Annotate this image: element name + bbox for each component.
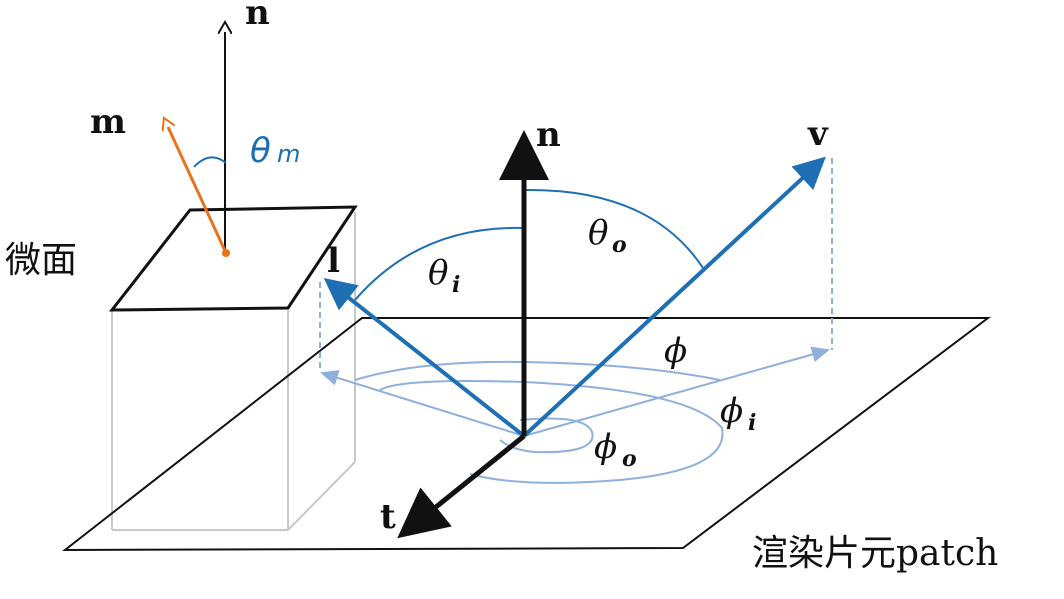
svg-text:ϕ: ϕ: [720, 391, 743, 431]
svg-text:i: i: [452, 272, 460, 298]
patch-normal-label: n: [536, 115, 561, 155]
svg-text:m: m: [277, 140, 300, 168]
svg-text:θ: θ: [588, 213, 608, 253]
patch-label: 渲染片元patch: [752, 533, 998, 574]
theta-o-label: θ o: [588, 213, 627, 258]
theta-m-label: θ m: [250, 131, 300, 171]
svg-text:θ: θ: [428, 253, 448, 293]
light-projection-line: [320, 370, 525, 437]
phi-label: ϕ: [664, 331, 687, 371]
tangent-arrow: [397, 434, 526, 539]
phi-o-label: ϕ o: [594, 427, 637, 472]
phi-i-arc: [379, 380, 724, 484]
svg-text:o: o: [612, 232, 627, 258]
svg-text:o: o: [622, 446, 637, 472]
svg-text:θ: θ: [250, 131, 271, 171]
microfacet-box: [108, 205, 358, 531]
light-vector-label: l: [327, 241, 340, 281]
microfacet-normal-label: n: [245, 0, 270, 33]
theta-m-arc: [193, 156, 227, 168]
phi-i-label: ϕ i: [720, 391, 756, 436]
svg-text:i: i: [748, 410, 756, 436]
svg-text:ϕ: ϕ: [664, 331, 687, 371]
view-vector-label: v: [807, 114, 829, 154]
micro-normal-arrow: [168, 127, 228, 254]
theta-i-label: θ i: [428, 253, 460, 298]
theta-i-arc: [354, 226, 525, 301]
micro-normal-label: m: [90, 102, 126, 142]
micro-normal-origin-dot: [222, 249, 230, 257]
view-vector-arrow: [522, 156, 826, 438]
tangent-label: t: [380, 497, 396, 537]
microfacet-label: 微面: [5, 240, 77, 281]
light-vector-arrow: [323, 278, 526, 438]
patch-plane: [62, 317, 991, 552]
svg-text:ϕ: ϕ: [594, 427, 617, 467]
phi-o-arc: [499, 417, 594, 454]
microfacet-top-face: [108, 205, 358, 312]
theta-o-arc: [523, 188, 704, 269]
